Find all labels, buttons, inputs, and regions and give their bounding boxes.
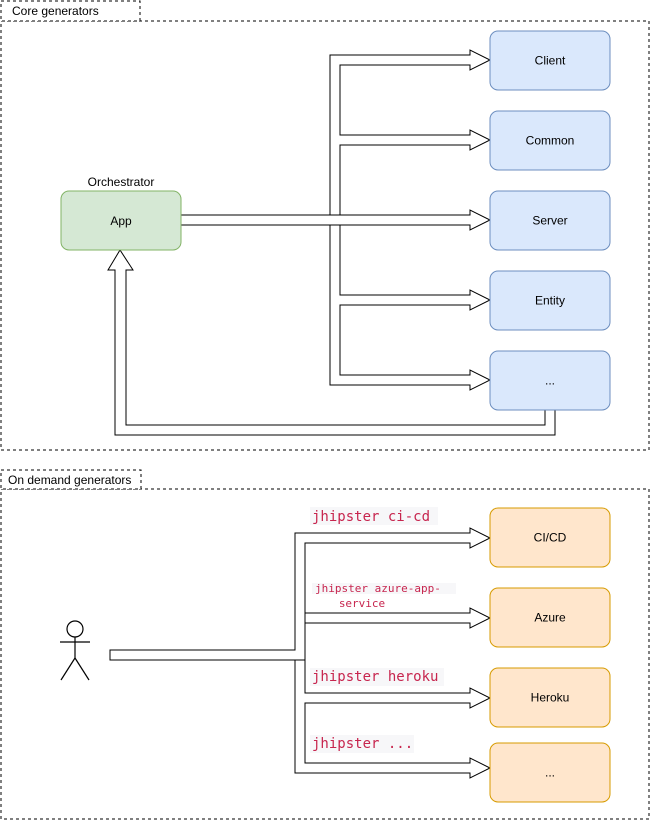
command-azure: jhipster azure-app- — [315, 582, 441, 595]
core-generator-label-entity: Entity — [535, 294, 565, 308]
person-icon — [60, 620, 90, 681]
on-demand-generator-label-heroku: Heroku — [531, 691, 570, 705]
core-generator-label-common: Common — [526, 134, 575, 148]
core-generator-box-entity — [489, 270, 611, 331]
app-label: App — [110, 214, 132, 228]
command-bg-azure — [312, 583, 456, 594]
core-generator-box-more — [489, 350, 611, 411]
on-demand-generators-section: On demand generators jhipster ci-cd jhip… — [0, 469, 650, 820]
on-demand-generator-box-heroku — [489, 667, 611, 728]
orchestrator-label: Orchestrator — [88, 175, 155, 189]
command-more: jhipster ... — [312, 736, 413, 752]
command-heroku: jhipster heroku — [312, 669, 438, 685]
command-bg-cicd — [310, 507, 438, 525]
core-generators-section: Core generators Orchestrator App ClientC… — [0, 0, 650, 451]
core-generator-box-server — [489, 190, 611, 251]
command-bg-more — [310, 735, 414, 753]
arrow-app-to-entity-more — [329, 224, 492, 391]
core-generator-label-server: Server — [532, 214, 567, 228]
on-demand-generator-box-azure — [489, 587, 611, 648]
command-azure-line2: service — [339, 597, 385, 610]
core-generator-box-client — [489, 30, 611, 91]
core-connectors — [107, 49, 556, 436]
on-demand-generator-label-ci-cd: CI/CD — [534, 531, 567, 545]
command-cicd: jhipster ci-cd — [312, 509, 430, 525]
core-generator-box-common — [489, 110, 611, 171]
on-demand-section-tab — [0, 469, 142, 490]
arrow-return-to-app — [107, 249, 556, 436]
arrow-app-to-client-common — [329, 49, 492, 216]
core-section-title: Core generators — [12, 4, 99, 18]
arrow-app-to-server — [179, 209, 492, 231]
on-demand-generator-box-ci-cd — [489, 507, 611, 568]
on-demand-generator-label-azure: Azure — [534, 611, 566, 625]
app-box — [60, 190, 182, 251]
core-generator-boxes: ClientCommonServerEntity... — [489, 30, 611, 411]
command-bg-heroku — [310, 668, 444, 686]
core-section-tab — [0, 0, 141, 22]
on-demand-generator-boxes: CI/CD AzureHeroku... — [489, 507, 611, 803]
core-generator-label-client: Client — [535, 54, 566, 68]
on-demand-generator-box-more — [489, 742, 611, 803]
on-demand-section-title: On demand generators — [8, 473, 131, 487]
core-section-border — [0, 20, 650, 451]
on-demand-connectors — [109, 527, 492, 779]
arrow-to-heroku-more — [294, 659, 492, 779]
on-demand-generator-label-more: ... — [545, 766, 555, 780]
arrow-to-azure — [304, 607, 492, 629]
core-generator-label-more: ... — [545, 374, 555, 388]
on-demand-section-border — [0, 488, 650, 820]
